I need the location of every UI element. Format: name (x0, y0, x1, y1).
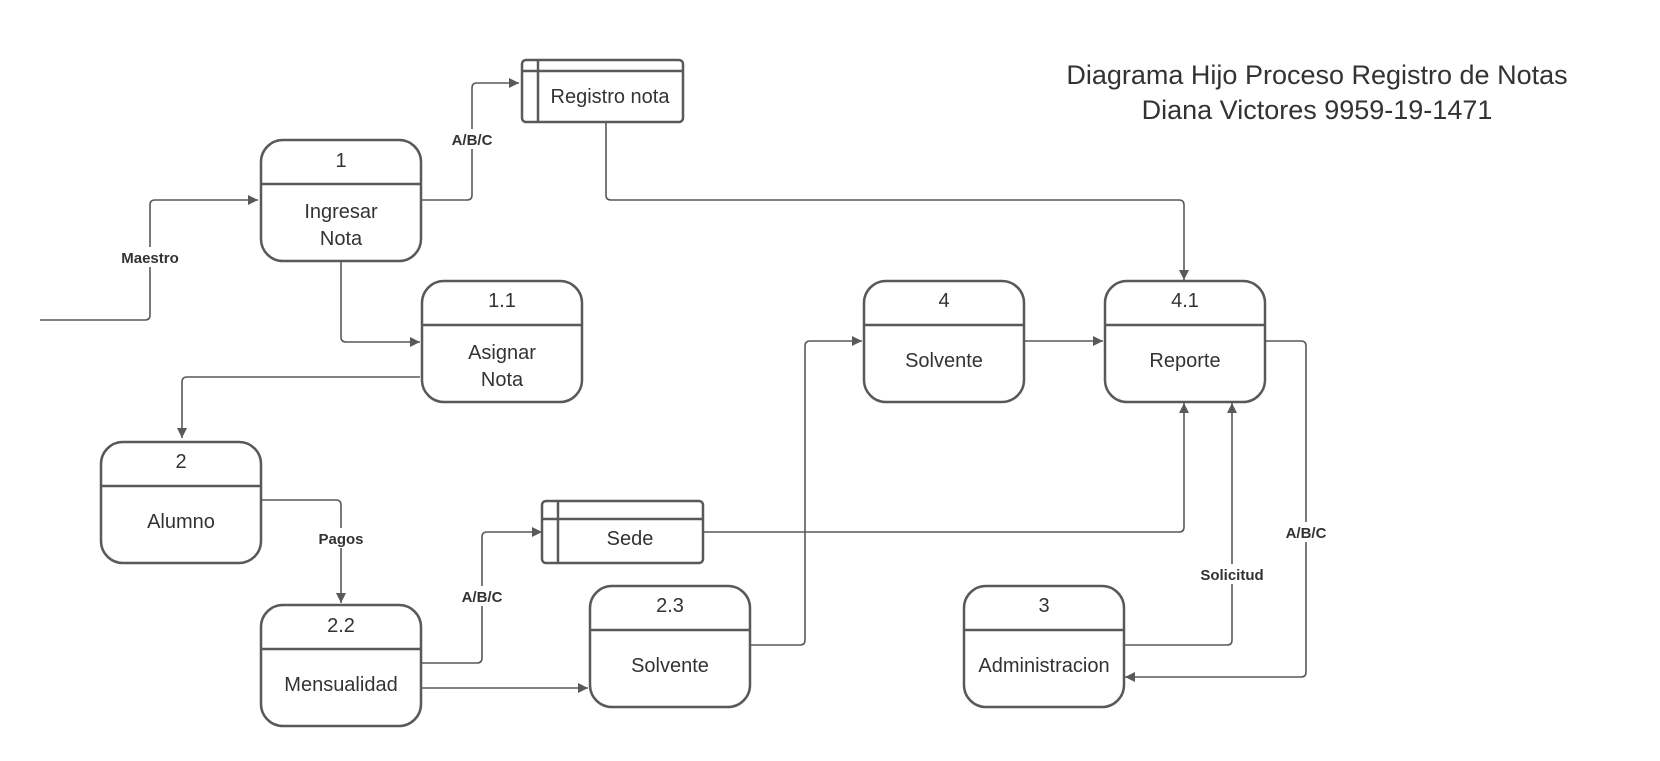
flow-label-solicitud: Solicitud (1200, 567, 1263, 584)
process-3-administracion: 3 Administracion (962, 584, 1126, 709)
flow-label-maestro: Maestro (121, 250, 179, 267)
flow-solvente23-to-solvente4 (749, 336, 862, 646)
diagram-title-line2: Diana Victores 9959-19-1471 (1142, 95, 1493, 125)
process-1-label-line1: Ingresar (304, 201, 378, 223)
process-1-ingresar-nota: 1 Ingresar Nota (259, 138, 423, 263)
process-1-1-id: 1.1 (488, 290, 516, 312)
process-4-id: 4 (938, 290, 949, 312)
process-1-1-label-line2: Nota (481, 369, 524, 391)
process-1-label-line2: Nota (320, 228, 363, 250)
process-2-3-id: 2.3 (656, 595, 684, 617)
process-4-solvente: 4 Solvente (862, 279, 1026, 404)
process-3-label: Administracion (978, 655, 1109, 677)
datastore-registro-nota-label: Registro nota (551, 86, 671, 108)
process-1-1-label-line1: Asignar (468, 342, 536, 364)
process-2-3-solvente: 2.3 Solvente (588, 584, 752, 709)
process-2-alumno: 2 Alumno (99, 440, 263, 565)
process-4-1-label: Reporte (1149, 350, 1220, 372)
process-2-3-label: Solvente (631, 655, 709, 677)
process-2-2-label: Mensualidad (284, 674, 397, 696)
process-1-1-asignar-nota: 1.1 Asignar Nota (420, 279, 584, 404)
process-4-label: Solvente (905, 350, 983, 372)
process-3-id: 3 (1038, 595, 1049, 617)
diagram-title-line1: Diagrama Hijo Proceso Registro de Notas (1066, 60, 1567, 90)
flow-solicitud (1123, 403, 1237, 646)
flow-registro-to-reporte (605, 122, 1189, 280)
flow-label-abc-reporte: A/B/C (1286, 525, 1327, 542)
flow-pagos (260, 499, 346, 603)
flow-asignar-to-alumno (177, 376, 420, 438)
process-4-1-id: 4.1 (1171, 290, 1199, 312)
process-2-id: 2 (175, 451, 186, 473)
flow-label-abc-sede: A/B/C (462, 589, 503, 606)
process-2-2-id: 2.2 (327, 615, 355, 637)
process-2-label: Alumno (147, 511, 215, 533)
process-2-2-mensualidad: 2.2 Mensualidad (259, 603, 423, 728)
flow-label-abc-registro: A/B/C (452, 132, 493, 149)
datastore-sede: Sede (540, 499, 705, 565)
flow-label-pagos: Pagos (318, 531, 363, 548)
flow-nota-to-asignar (340, 261, 420, 347)
datastore-sede-label: Sede (607, 528, 654, 550)
process-1-id: 1 (335, 150, 346, 172)
flow-sede-to-reporte (702, 403, 1189, 533)
flow-abc-reporte (1125, 340, 1307, 682)
datastore-registro-nota: Registro nota (520, 58, 685, 124)
process-4-1-reporte: 4.1 Reporte (1103, 279, 1267, 404)
